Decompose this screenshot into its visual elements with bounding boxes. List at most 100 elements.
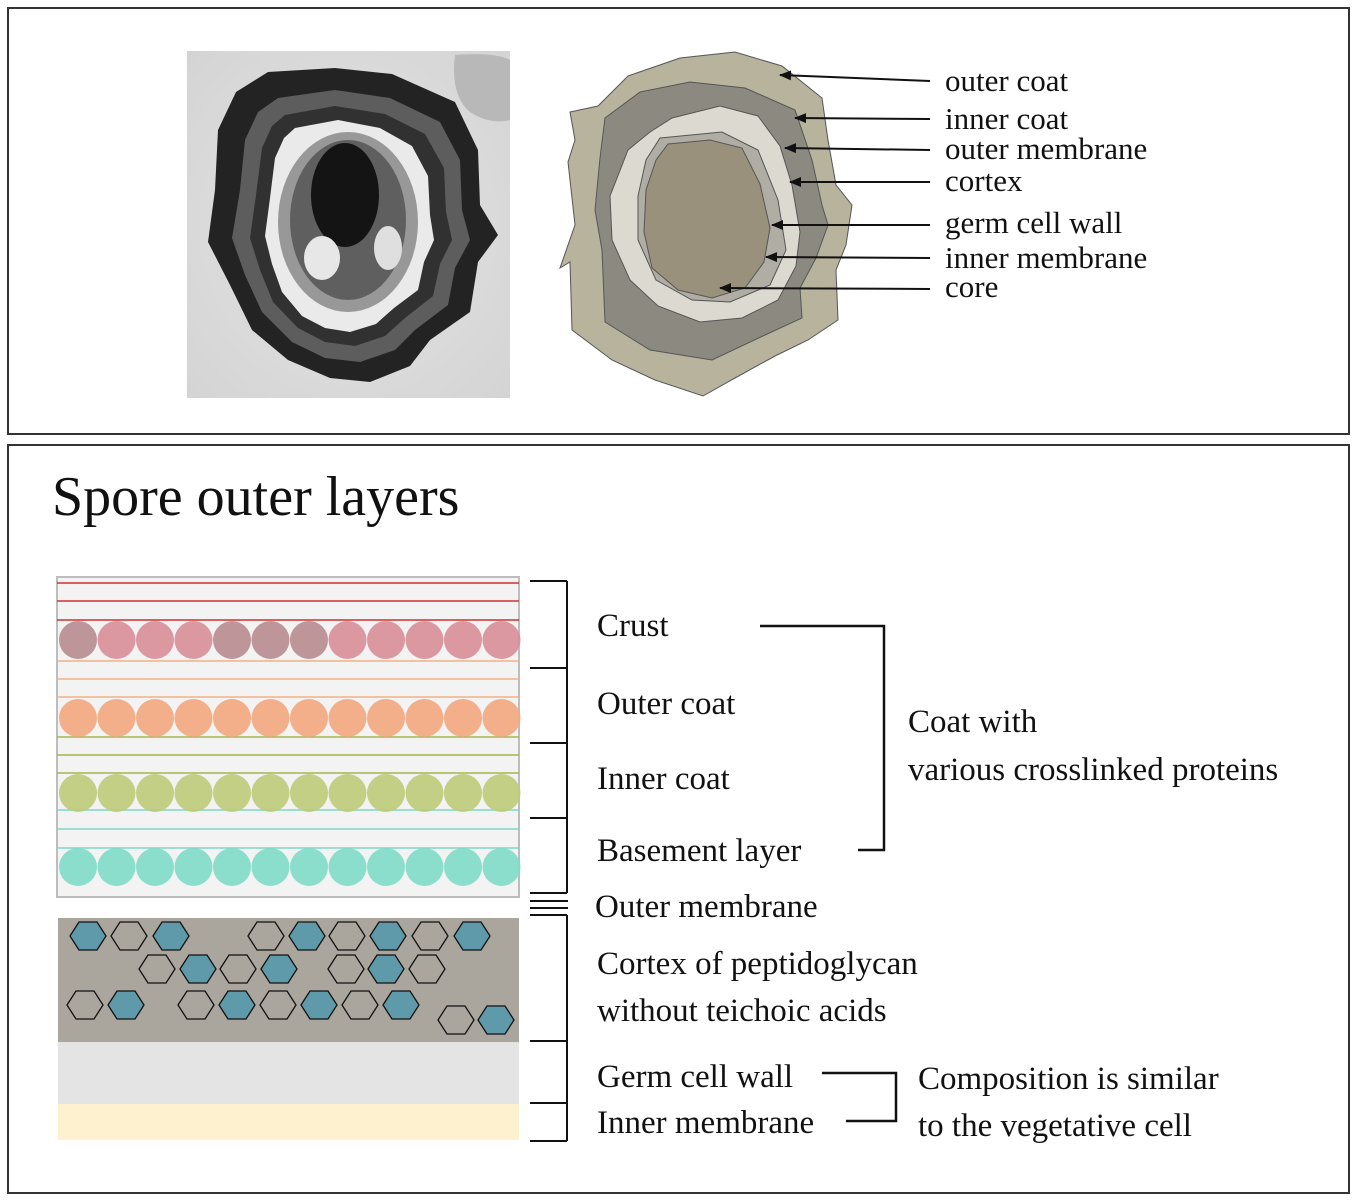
protein-circle <box>174 699 213 737</box>
protein-circle <box>444 848 482 886</box>
protein-circle <box>97 621 136 659</box>
spore-layer-diagram <box>559 51 853 397</box>
protein-circle <box>136 774 174 812</box>
arrow-inner-coat <box>794 113 931 124</box>
protein-circle <box>136 699 174 737</box>
protein-circle <box>328 774 367 812</box>
protein-circle <box>136 848 174 886</box>
protein-circle <box>290 774 328 812</box>
protein-circle <box>405 699 444 737</box>
protein-circle <box>174 621 213 659</box>
label-germ-cell-wall: germ cell wall <box>945 205 1122 240</box>
peptidoglycan-hexagon <box>219 954 257 984</box>
protein-circle <box>482 774 521 812</box>
peptidoglycan-hexagon <box>367 954 405 984</box>
coat-group-line1: Coat with <box>908 704 1038 740</box>
peptidoglycan-hexagon <box>327 954 365 984</box>
protein-circle <box>290 848 328 886</box>
protein-circle <box>482 621 521 659</box>
peptidoglycan-hexagon <box>66 990 104 1020</box>
label-inner-coat: inner coat <box>945 101 1068 136</box>
protein-circle <box>367 699 405 737</box>
arrow-inner-membrane <box>765 252 931 263</box>
protein-circle <box>328 621 367 659</box>
protein-circle <box>290 621 328 659</box>
similarity-line1: Composition is similar <box>918 1061 1219 1097</box>
protein-circle <box>97 848 136 886</box>
diagram-arrows <box>719 70 931 294</box>
protein-circle <box>367 621 405 659</box>
germ-cell-wall-block <box>58 1042 519 1104</box>
protein-circle <box>174 774 213 812</box>
peptidoglycan-hexagon <box>408 954 446 984</box>
peptidoglycan-hexagon <box>411 921 449 951</box>
peptidoglycan-hexagon <box>369 921 407 951</box>
coat-stack <box>56 576 521 898</box>
layer-label-group: Crust Outer coat Inner coat Basement lay… <box>595 608 918 1141</box>
peptidoglycan-hexagon <box>328 921 366 951</box>
label-outer-membrane: outer membrane <box>945 131 1147 166</box>
protein-circle <box>251 774 290 812</box>
label-cortex: cortex <box>945 163 1023 198</box>
similarity-line2: to the vegetative cell <box>918 1108 1192 1144</box>
section-title: Spore outer layers <box>52 466 459 528</box>
label-outer-coat-layer: Outer coat <box>597 686 735 722</box>
arrow-core <box>719 283 931 294</box>
coat-group-bracket <box>760 624 886 852</box>
peptidoglycan-hexagon <box>138 954 176 984</box>
protein-circle <box>405 621 444 659</box>
arrow-outer-coat <box>779 70 931 82</box>
crust-protein-row <box>59 621 521 659</box>
similarity-bracket <box>822 1071 898 1123</box>
label-cortex-line1: Cortex of peptidoglycan <box>597 946 918 982</box>
spore-micrograph <box>187 51 510 398</box>
protein-circle <box>213 774 251 812</box>
peptidoglycan-hexagon <box>260 954 298 984</box>
protein-circle <box>251 621 290 659</box>
label-inner-membrane: inner membrane <box>945 240 1147 275</box>
outer-membrane-lines <box>530 900 568 909</box>
inner-coat-protein-row <box>59 774 521 812</box>
label-inner-coat-layer: Inner coat <box>597 761 730 797</box>
protein-circle <box>251 699 290 737</box>
protein-circle <box>59 774 97 812</box>
peptidoglycan-hexagon <box>477 1005 515 1035</box>
coat-group-label: Coat with various crosslinked proteins <box>908 704 1278 788</box>
protein-circle <box>59 621 97 659</box>
protein-circle <box>97 699 136 737</box>
peptidoglycan-hexagon <box>218 990 256 1020</box>
peptidoglycan-hexagon <box>179 954 217 984</box>
peptidoglycan-hexagon <box>300 990 338 1020</box>
label-outer-membrane-layer: Outer membrane <box>595 889 818 925</box>
label-crust: Crust <box>597 608 669 644</box>
peptidoglycan-hexagon <box>453 921 491 951</box>
label-basement-layer: Basement layer <box>597 833 801 869</box>
protein-circle <box>405 774 444 812</box>
protein-circle <box>213 699 251 737</box>
label-core: core <box>945 269 998 304</box>
peptidoglycan-hexagon <box>437 1005 475 1035</box>
peptidoglycan-hexagon <box>259 990 297 1020</box>
peptidoglycan-hexagon <box>177 990 215 1020</box>
protein-circle <box>251 848 290 886</box>
protein-circle <box>405 848 444 886</box>
protein-circle <box>444 699 482 737</box>
protein-circle <box>174 848 213 886</box>
peptidoglycan-hexagon <box>341 990 379 1020</box>
protein-circle <box>444 774 482 812</box>
peptidoglycan-hexagon <box>247 921 285 951</box>
protein-circle <box>444 621 482 659</box>
protein-circle <box>482 848 521 886</box>
peptidoglycan-hexagon <box>107 990 145 1020</box>
protein-circle <box>328 848 367 886</box>
protein-circle <box>59 848 97 886</box>
arrow-outer-membrane <box>784 143 931 154</box>
protein-circle <box>328 699 367 737</box>
coat-group-line2: various crosslinked proteins <box>908 752 1278 788</box>
inner-membrane-block <box>58 1104 519 1140</box>
label-germ-cell-wall-layer: Germ cell wall <box>597 1059 793 1095</box>
peptidoglycan-hexagon <box>152 921 190 951</box>
label-cortex-line2: without teichoic acids <box>597 993 887 1029</box>
protein-circle <box>482 699 521 737</box>
